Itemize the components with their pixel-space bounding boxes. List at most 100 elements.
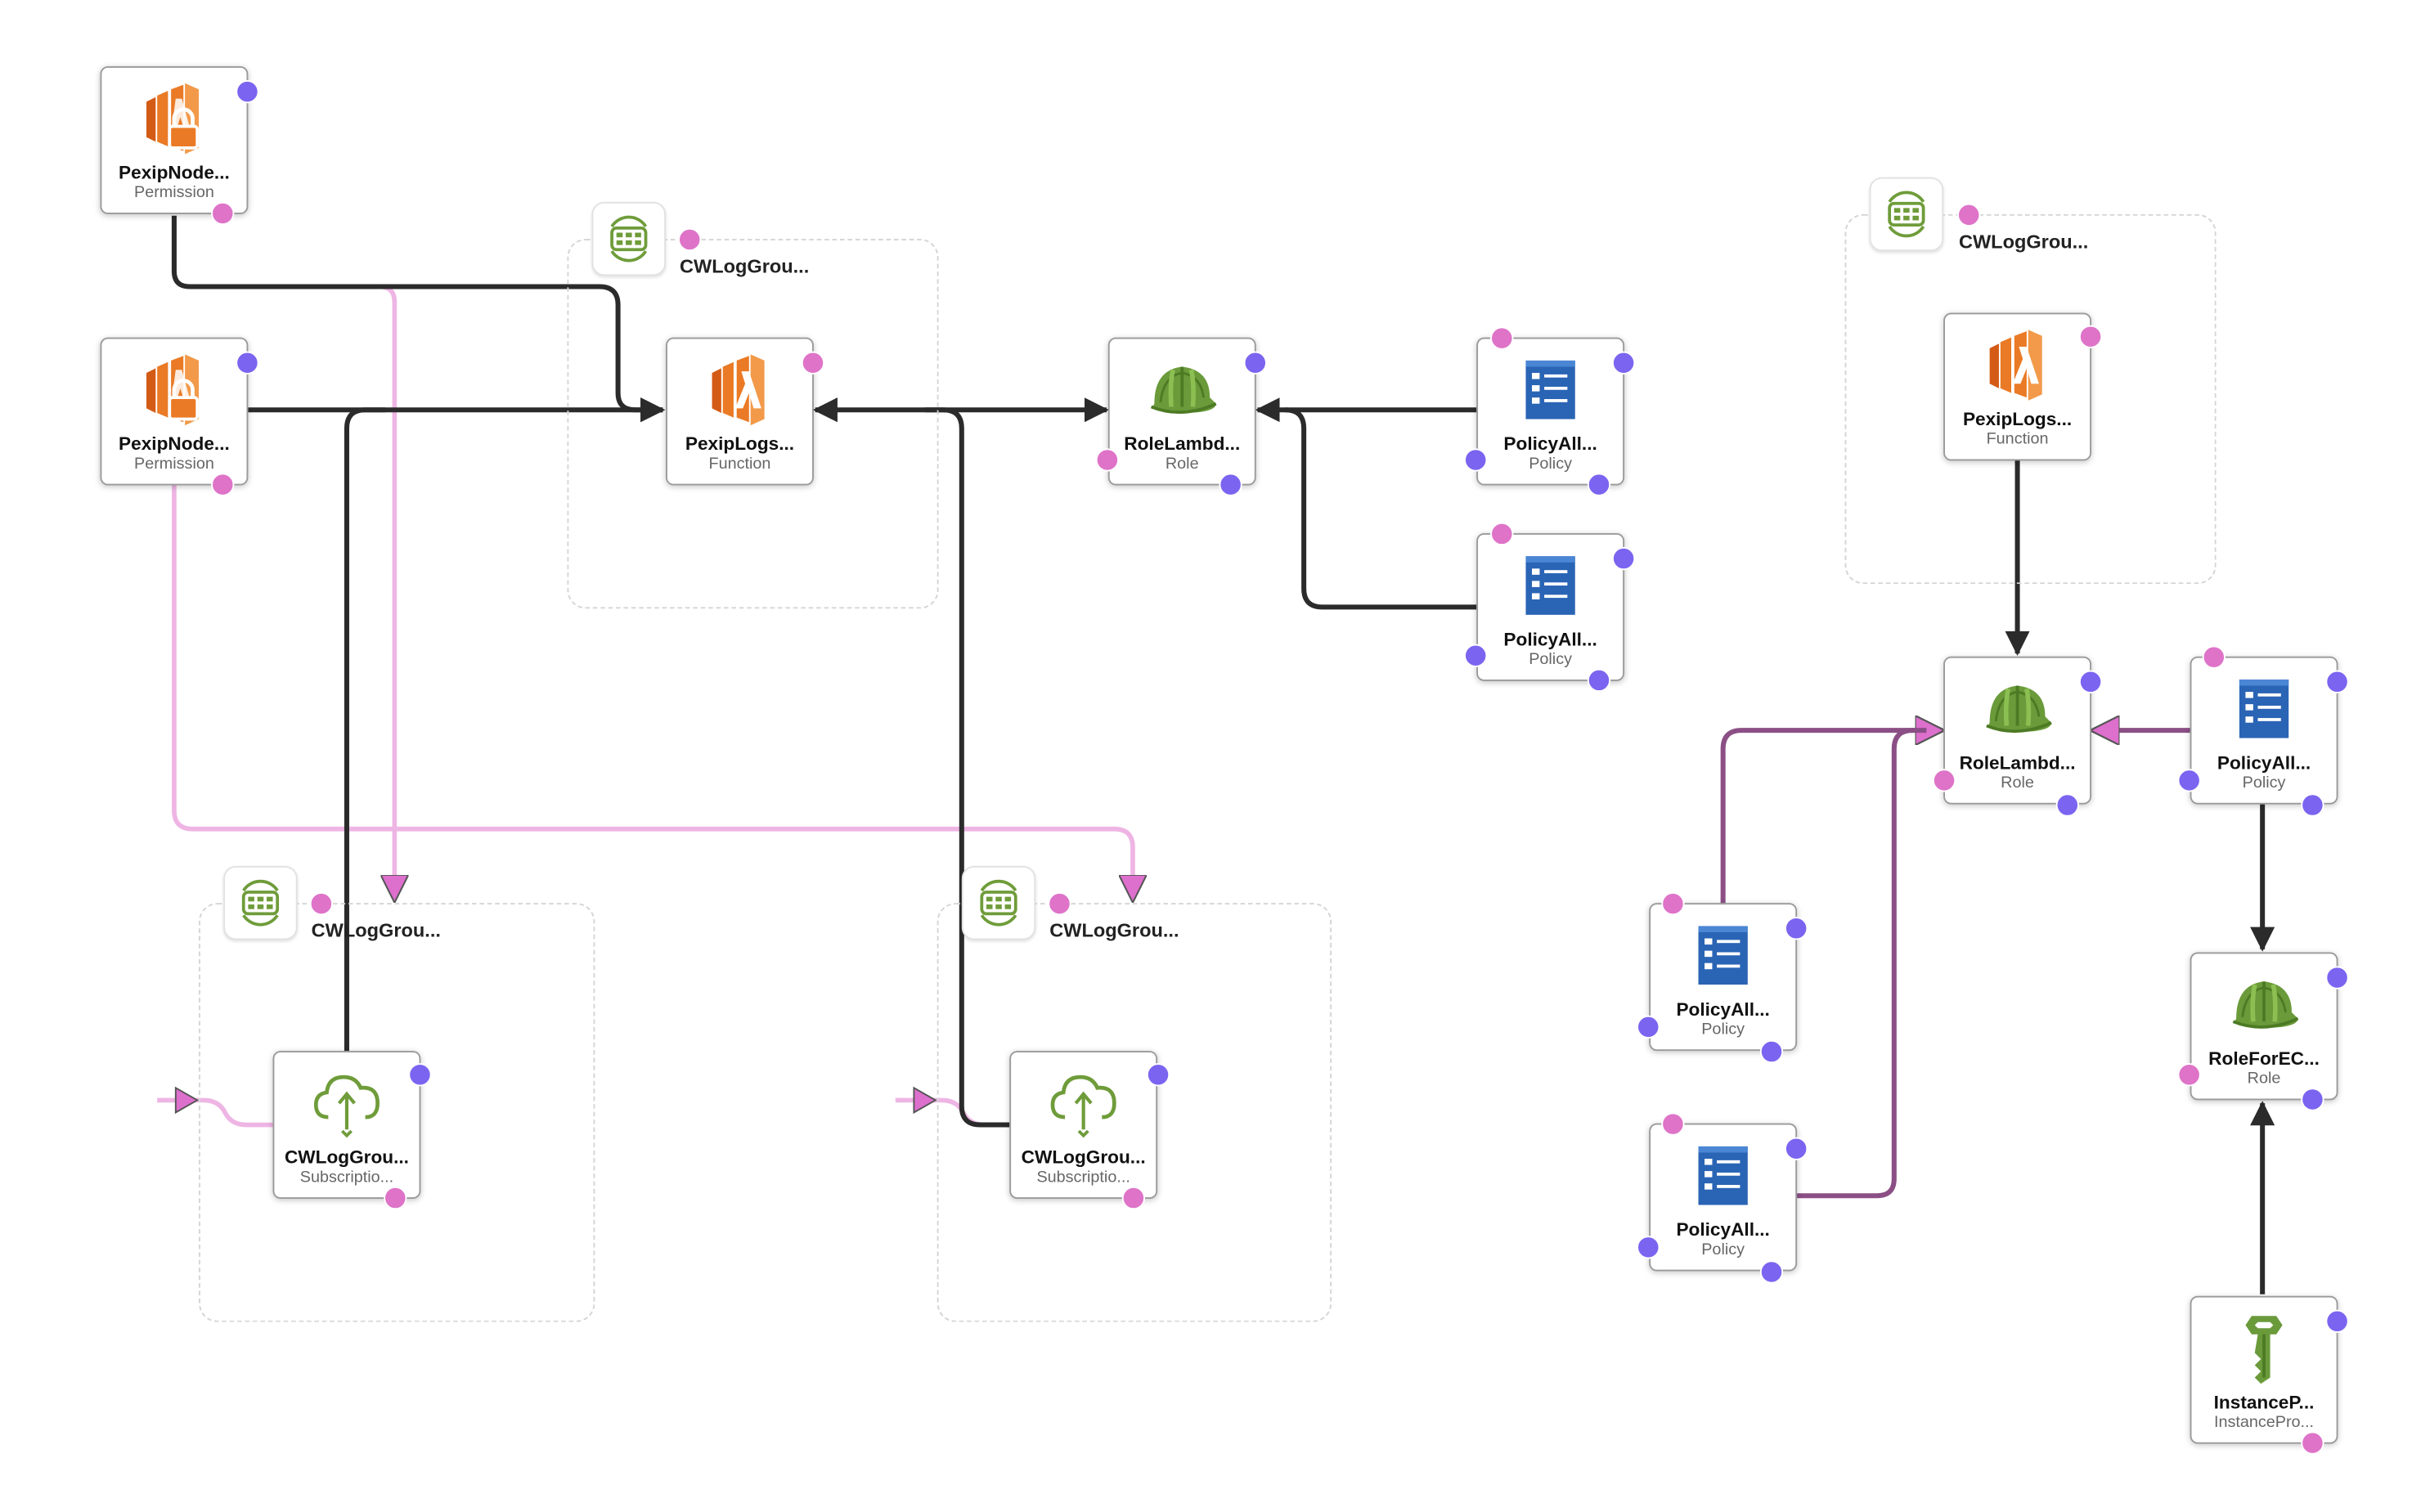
- iam-policy-icon: [1698, 1146, 1748, 1205]
- port-input[interactable]: [2078, 325, 2103, 348]
- node-subscription-1[interactable]: CWLogGrou... Subscriptio...: [272, 1051, 421, 1199]
- node-function-2[interactable]: PexipLogs... Function: [1943, 312, 2091, 461]
- port-output[interactable]: [1146, 1063, 1170, 1087]
- port-output[interactable]: [2177, 769, 2201, 792]
- log-group-container-1[interactable]: [567, 239, 939, 609]
- port-output[interactable]: [1637, 1015, 1660, 1039]
- lambda-permission-icon: [146, 354, 200, 426]
- node-function-1[interactable]: PexipLogs... Function: [666, 337, 814, 486]
- log-group-container-2[interactable]: [199, 903, 595, 1322]
- lambda-function-icon: [1989, 330, 2042, 401]
- node-title: CWLogGrou...: [284, 1146, 409, 1169]
- node-policy-4[interactable]: PolicyAll... Policy: [1649, 1123, 1798, 1272]
- node-instance-profile[interactable]: InstanceP... InstancePro...: [2190, 1295, 2338, 1444]
- port-output[interactable]: [1611, 351, 1636, 375]
- port-input[interactable]: [1661, 1112, 1685, 1136]
- node-permission-2[interactable]: PexipNode... Permission: [100, 337, 249, 486]
- port-output[interactable]: [2325, 670, 2349, 693]
- node-title: PolicyAll...: [1676, 998, 1770, 1021]
- node-title: PolicyAll...: [2217, 752, 2311, 774]
- log-group-icon[interactable]: [591, 201, 667, 276]
- group-port-pink[interactable]: [1957, 203, 1981, 227]
- port-output[interactable]: [1243, 351, 1267, 375]
- port-output[interactable]: [1611, 546, 1636, 571]
- node-subtitle: Permission: [133, 454, 214, 473]
- port-output[interactable]: [2325, 1309, 2349, 1333]
- edge-pol4-to-role2: [1797, 728, 1927, 1199]
- node-subtitle: Subscriptio...: [299, 1168, 394, 1187]
- node-role-2[interactable]: RoleLambd... Role: [1943, 656, 2091, 805]
- port-input[interactable]: [211, 201, 235, 226]
- iam-role-helmet-icon: [1986, 685, 2052, 734]
- iam-role-helmet-icon: [2232, 981, 2299, 1029]
- port-output[interactable]: [1759, 1260, 1784, 1284]
- port-output[interactable]: [1759, 1039, 1784, 1064]
- port-input[interactable]: [1490, 522, 1514, 546]
- port-output[interactable]: [1464, 644, 1488, 667]
- port-input[interactable]: [2202, 645, 2226, 669]
- port-output[interactable]: [1464, 448, 1488, 472]
- node-policy-5[interactable]: PolicyAll... Policy: [2190, 656, 2338, 805]
- edge-perm2-to-loggroup-mid: [172, 483, 1133, 900]
- port-output[interactable]: [2055, 793, 2079, 817]
- group-label: CWLogGrou...: [679, 255, 810, 278]
- port-output[interactable]: [1587, 473, 1611, 496]
- node-policy-1[interactable]: PolicyAll... Policy: [1476, 337, 1625, 486]
- edge-in-sub1: [157, 1097, 273, 1128]
- node-subtitle: Policy: [1529, 454, 1572, 473]
- log-group-icon[interactable]: [961, 865, 1036, 940]
- node-title: PexipLogs...: [685, 433, 795, 455]
- node-policy-3[interactable]: PolicyAll... Policy: [1649, 903, 1798, 1052]
- group-port-pink[interactable]: [1048, 892, 1071, 916]
- port-output[interactable]: [1785, 917, 1808, 940]
- edge-pol2-to-role1: [1285, 407, 1477, 610]
- port-input[interactable]: [384, 1186, 407, 1210]
- edge-perm1-to-fn1: [171, 215, 666, 423]
- node-role-3[interactable]: RoleForEC... Role: [2190, 952, 2338, 1101]
- port-output[interactable]: [2301, 1088, 2324, 1111]
- port-output[interactable]: [2301, 793, 2324, 817]
- node-policy-2[interactable]: PolicyAll... Policy: [1476, 532, 1625, 681]
- port-input[interactable]: [1661, 892, 1685, 916]
- port-input[interactable]: [2301, 1431, 2324, 1455]
- port-input[interactable]: [1490, 326, 1514, 350]
- node-subtitle: Function: [708, 454, 771, 473]
- group-port-pink[interactable]: [678, 227, 702, 252]
- node-subtitle: Role: [2001, 773, 2034, 792]
- port-input[interactable]: [211, 473, 235, 496]
- iam-policy-icon: [1525, 556, 1575, 615]
- port-output[interactable]: [1219, 473, 1242, 496]
- port-output[interactable]: [2078, 670, 2103, 693]
- port-output[interactable]: [236, 351, 259, 375]
- port-output[interactable]: [2325, 966, 2349, 989]
- node-subtitle: Policy: [1701, 1020, 1745, 1039]
- node-subtitle: Permission: [133, 183, 214, 202]
- port-output[interactable]: [236, 79, 259, 104]
- arrow-in-sub1: [174, 1086, 200, 1115]
- port-input[interactable]: [2177, 1063, 2201, 1087]
- node-title: PolicyAll...: [1503, 433, 1597, 455]
- node-role-1[interactable]: RoleLambd... Role: [1107, 337, 1256, 486]
- port-input[interactable]: [1121, 1186, 1146, 1210]
- lambda-permission-icon: [146, 83, 200, 155]
- node-subtitle: Role: [2247, 1069, 2281, 1088]
- log-group-icon[interactable]: [223, 865, 298, 940]
- node-title: PolicyAll...: [1503, 628, 1597, 651]
- log-group-icon[interactable]: [1869, 177, 1944, 252]
- group-label: CWLogGrou...: [1958, 231, 2089, 253]
- port-output[interactable]: [408, 1063, 432, 1087]
- log-group-container-3[interactable]: [937, 903, 1332, 1322]
- group-label: CWLogGrou...: [311, 919, 441, 942]
- log-group-container-4[interactable]: [1844, 213, 2217, 585]
- port-output[interactable]: [1637, 1236, 1660, 1259]
- port-input[interactable]: [1095, 448, 1120, 472]
- port-input[interactable]: [801, 351, 825, 375]
- port-output[interactable]: [1587, 668, 1611, 693]
- group-port-pink[interactable]: [309, 892, 334, 916]
- port-input[interactable]: [1932, 769, 1956, 792]
- node-subscription-2[interactable]: CWLogGrou... Subscriptio...: [1009, 1051, 1158, 1199]
- port-output[interactable]: [1785, 1137, 1808, 1160]
- node-subtitle: Subscriptio...: [1036, 1168, 1130, 1187]
- node-permission-1[interactable]: PexipNode... Permission: [100, 66, 249, 214]
